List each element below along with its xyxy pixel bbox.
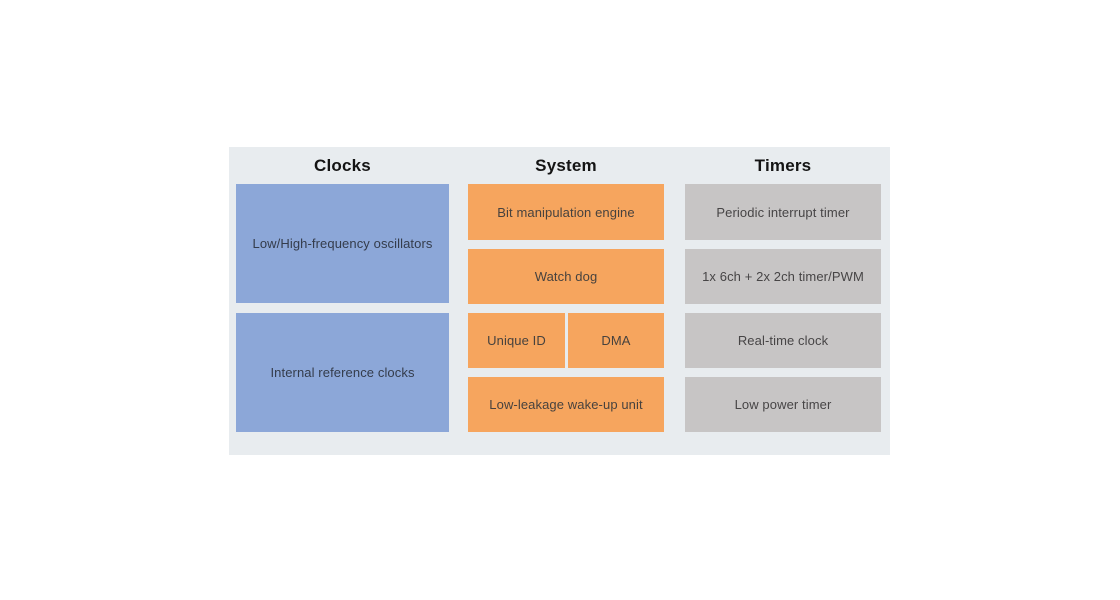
box-low-leakage-wake-up-unit: Low-leakage wake-up unit	[468, 377, 664, 432]
box-6ch-2ch-timer-pwm: 1x 6ch + 2x 2ch timer/PWM	[685, 249, 881, 304]
peripherals-panel: Clocks System Timers Low/High-frequency …	[229, 147, 890, 455]
column-header-timers: Timers	[754, 156, 812, 175]
box-label: DMA	[601, 333, 631, 348]
box-bit-manipulation-engine: Bit manipulation engine	[468, 184, 664, 240]
box-label: Unique ID	[487, 333, 546, 348]
box-label: Real-time clock	[737, 333, 829, 348]
box-label: Low power timer	[734, 397, 832, 412]
box-low-power-timer: Low power timer	[685, 377, 881, 432]
column-header-system: System	[535, 156, 597, 175]
box-label: Low/High-frequency oscillators	[252, 236, 433, 251]
box-label: Watch dog	[534, 269, 598, 284]
box-label: Internal reference clocks	[270, 365, 415, 380]
box-label: Periodic interrupt timer	[716, 204, 850, 220]
box-internal-reference-clocks: Internal reference clocks	[236, 313, 449, 432]
box-periodic-interrupt-timer: Periodic interrupt timer	[685, 184, 881, 240]
box-unique-id: Unique ID	[468, 313, 565, 368]
box-label: Low-leakage wake-up unit	[489, 397, 643, 412]
column-header-clocks: Clocks	[314, 156, 371, 175]
box-watch-dog: Watch dog	[468, 249, 664, 304]
box-label: Bit manipulation engine	[497, 204, 635, 220]
box-low-high-frequency-oscillators: Low/High-frequency oscillators	[236, 184, 449, 303]
box-label: 1x 6ch + 2x 2ch timer/PWM	[702, 269, 864, 284]
box-dma: DMA	[568, 313, 664, 368]
box-real-time-clock: Real-time clock	[685, 313, 881, 368]
